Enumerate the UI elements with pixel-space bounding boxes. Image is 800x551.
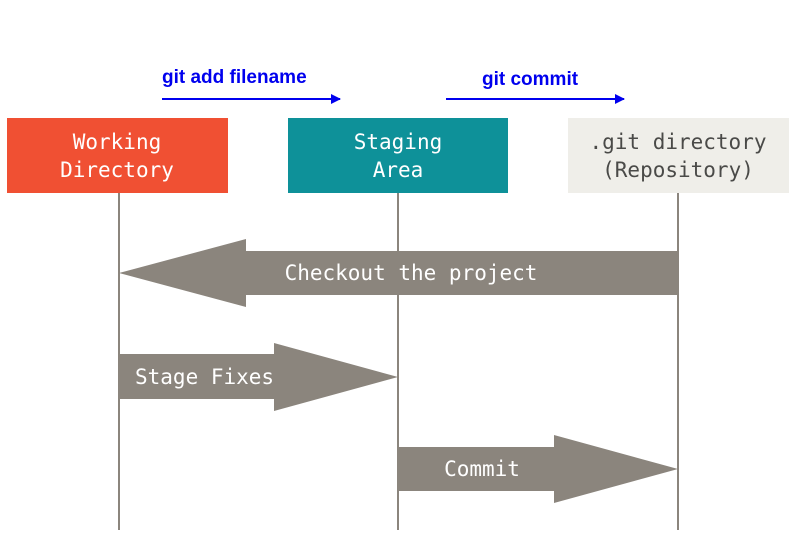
commit-arrow: Commit [398,435,678,503]
stage-fixes-arrow-shape [119,343,398,411]
working-directory-label-line1: Working [73,130,162,154]
repository-label-line2: (Repository) [602,158,754,182]
repository-box-bg [568,118,789,193]
checkout-arrow-label: Checkout the project [285,261,538,285]
working-directory-box: Working Directory [7,118,228,193]
git-add-label: git add filename [162,67,307,88]
working-directory-box-bg [7,118,228,193]
checkout-arrow: Checkout the project [119,239,678,307]
repository-label-line1: .git directory [589,130,766,154]
git-commit-annotation: git commit [446,69,625,104]
commit-arrow-label: Commit [444,457,520,481]
staging-area-box: Staging Area [288,118,508,193]
checkout-arrow-shape [119,239,678,307]
stage-fixes-arrow: Stage Fixes [119,343,398,411]
staging-area-box-bg [288,118,508,193]
commit-arrow-shape [398,435,678,503]
repository-box: .git directory (Repository) [568,118,789,193]
git-commit-label: git commit [482,69,579,90]
git-add-annotation: git add filename [162,67,341,104]
stage-fixes-arrow-label: Stage Fixes [135,365,274,389]
staging-area-label-line1: Staging [354,130,443,154]
working-directory-label-line2: Directory [60,158,174,182]
staging-area-label-line2: Area [373,158,424,182]
